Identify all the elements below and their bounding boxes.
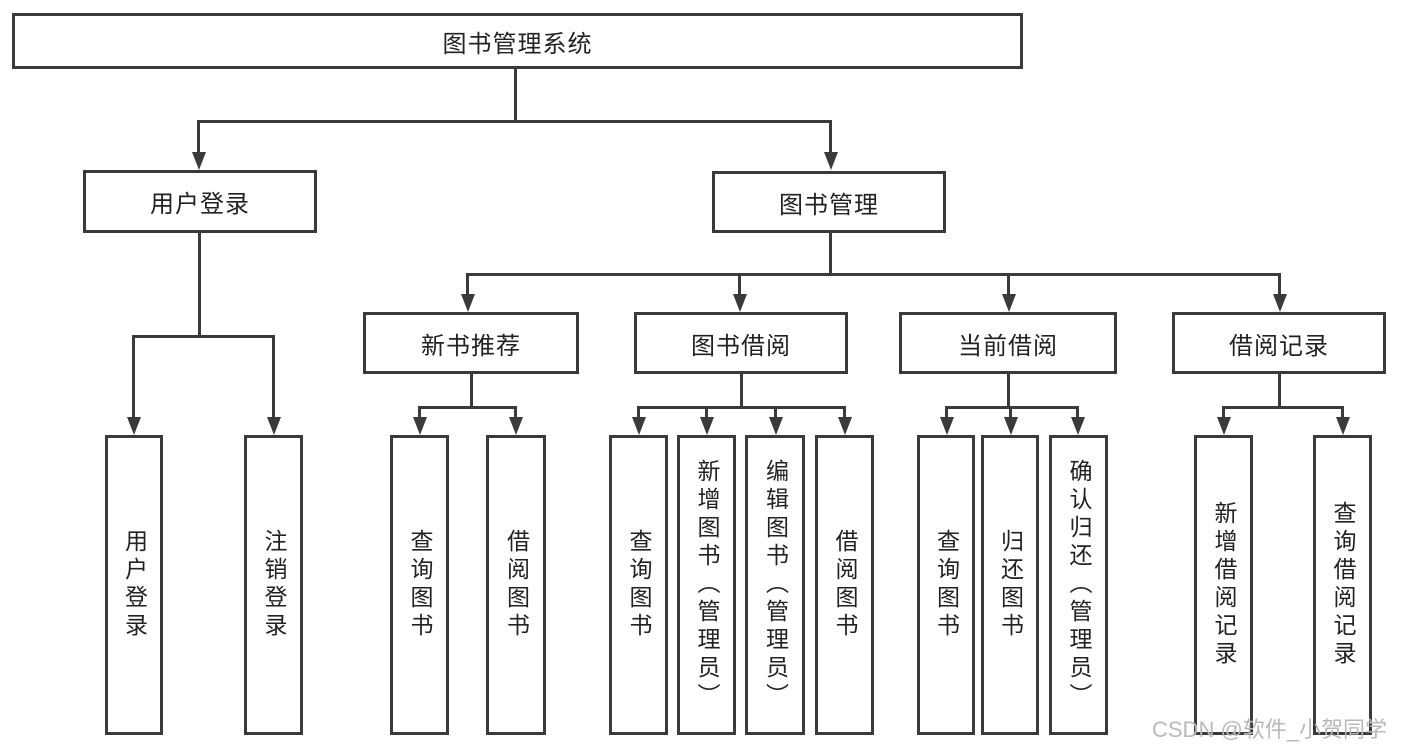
connector-to-nbr-borrow: [514, 406, 517, 418]
connector-to-cb-confirm: [1076, 406, 1079, 418]
connector-br-branch: [1222, 406, 1343, 409]
leaf-logout-label: 注销登录: [261, 529, 287, 641]
connector-root-stem: [514, 69, 517, 120]
connector-bb-stem: [740, 374, 743, 406]
connector-to-br-add: [1222, 406, 1225, 418]
connector-nbr-branch: [418, 406, 517, 409]
connector-cb-stem: [1007, 374, 1010, 406]
connector-to-leaf-logout: [272, 335, 275, 418]
connector-to-cb-return: [1009, 406, 1012, 418]
connector-root-to-book-management: [829, 120, 832, 153]
connector-to-cb-query: [945, 406, 948, 418]
arrowhead-book-borrow: [733, 294, 747, 312]
arrowhead-bb-add: [700, 417, 714, 435]
arrowhead-bb-query: [632, 417, 646, 435]
arrowhead-current-borrow: [1002, 294, 1016, 312]
arrowhead-br-query: [1336, 417, 1350, 435]
node-user-login-label: 用户登录: [150, 191, 250, 218]
connector-to-nbr-query: [418, 406, 421, 418]
leaf-bb-borrow-books-label: 借阅图书: [832, 529, 858, 641]
connector-user-login-branch: [132, 335, 274, 338]
leaf-bb-query-books-label: 查询图书: [626, 529, 652, 641]
connector-to-bb-query: [637, 406, 640, 418]
leaf-cb-query-books-label: 查询图书: [933, 529, 960, 641]
node-borrow-records-label: 借阅记录: [1229, 332, 1329, 360]
leaf-br-query-record-label: 查询借阅记录: [1330, 501, 1356, 669]
connector-nbr-stem: [470, 374, 473, 406]
leaf-bb-borrow-books: 借阅图书: [815, 435, 874, 735]
arrowhead-br-add: [1217, 417, 1231, 435]
leaf-br-add-record: 新增借阅记录: [1194, 435, 1253, 735]
node-current-borrow-label: 当前借阅: [958, 332, 1058, 360]
leaf-cb-confirm-return-admin: 确认归还（管理员）: [1049, 435, 1108, 735]
arrowhead-nbr-query: [413, 417, 427, 435]
connector-cb-branch: [945, 406, 1079, 409]
connector-to-br-query: [1341, 406, 1344, 418]
node-user-login: 用户登录: [83, 170, 317, 233]
leaf-cb-return-books: 归还图书: [981, 435, 1039, 735]
connector-root-branch: [197, 120, 832, 123]
node-new-book-recommend-label: 新书推荐: [421, 332, 521, 360]
connector-to-current-borrow: [1007, 273, 1010, 295]
connector-book-management-branch: [466, 273, 1281, 276]
leaf-cb-query-books: 查询图书: [917, 435, 975, 735]
arrowhead-cb-query: [940, 417, 954, 435]
leaf-nbr-borrow-books: 借阅图书: [486, 435, 546, 735]
leaf-nbr-query-books: 查询图书: [390, 435, 449, 735]
leaf-user-login-label: 用户登录: [121, 529, 148, 641]
leaf-user-login: 用户登录: [105, 435, 163, 735]
leaf-bb-edit-books-admin-label: 编辑图书（管理员）: [762, 459, 789, 711]
arrowhead-borrow-records: [1273, 294, 1287, 312]
arrowhead-cb-confirm: [1071, 417, 1085, 435]
connector-to-bb-add: [705, 406, 708, 418]
connector-to-leaf-login: [132, 335, 135, 418]
leaf-bb-add-books-admin: 新增图书（管理员）: [677, 435, 736, 735]
leaf-cb-confirm-return-admin-label: 确认归还（管理员）: [1066, 459, 1092, 711]
node-new-book-recommend: 新书推荐: [363, 312, 579, 374]
leaf-br-add-record-label: 新增借阅记录: [1211, 501, 1237, 669]
leaf-bb-add-books-admin-label: 新增图书（管理员）: [694, 459, 720, 711]
leaf-logout: 注销登录: [244, 435, 303, 735]
arrowhead-leaf-login: [127, 417, 141, 435]
arrowhead-nbr-borrow: [509, 417, 523, 435]
arrowhead-bb-borrow: [838, 417, 852, 435]
node-borrow-records: 借阅记录: [1172, 312, 1386, 374]
leaf-cb-return-books-label: 归还图书: [997, 529, 1024, 641]
arrowhead-new-book-recommend: [461, 294, 475, 312]
leaf-br-query-record: 查询借阅记录: [1313, 435, 1372, 735]
arrowhead-cb-return: [1004, 417, 1018, 435]
arrowhead-leaf-logout: [267, 417, 281, 435]
leaf-bb-query-books: 查询图书: [609, 435, 668, 735]
node-current-borrow: 当前借阅: [899, 312, 1117, 374]
node-book-management: 图书管理: [712, 171, 946, 233]
connector-to-borrow-records: [1278, 273, 1281, 295]
connector-to-bb-edit: [774, 406, 777, 418]
leaf-bb-edit-books-admin: 编辑图书（管理员）: [745, 435, 805, 735]
connector-bb-branch: [637, 406, 845, 409]
node-root: 图书管理系统: [12, 13, 1023, 69]
node-book-borrow-label: 图书借阅: [691, 332, 791, 360]
leaf-nbr-query-books-label: 查询图书: [407, 529, 433, 641]
connector-to-bb-borrow: [843, 406, 846, 418]
node-book-borrow: 图书借阅: [634, 312, 848, 374]
leaf-nbr-borrow-books-label: 借阅图书: [503, 529, 530, 641]
connector-user-login-stem: [198, 233, 201, 335]
connector-to-new-book-recommend: [466, 273, 469, 295]
arrowhead-book-management: [824, 152, 838, 170]
connector-to-book-borrow: [738, 273, 741, 295]
connector-root-to-user-login: [197, 120, 200, 153]
arrowhead-bb-edit: [769, 417, 783, 435]
connector-br-stem: [1278, 374, 1281, 406]
node-book-management-label: 图书管理: [779, 191, 879, 219]
arrowhead-user-login: [192, 152, 206, 170]
node-root-label: 图书管理系统: [442, 30, 593, 58]
connector-book-management-stem: [829, 233, 832, 273]
csdn-watermark: CSDN @软件_小贺同学: [1152, 717, 1388, 742]
